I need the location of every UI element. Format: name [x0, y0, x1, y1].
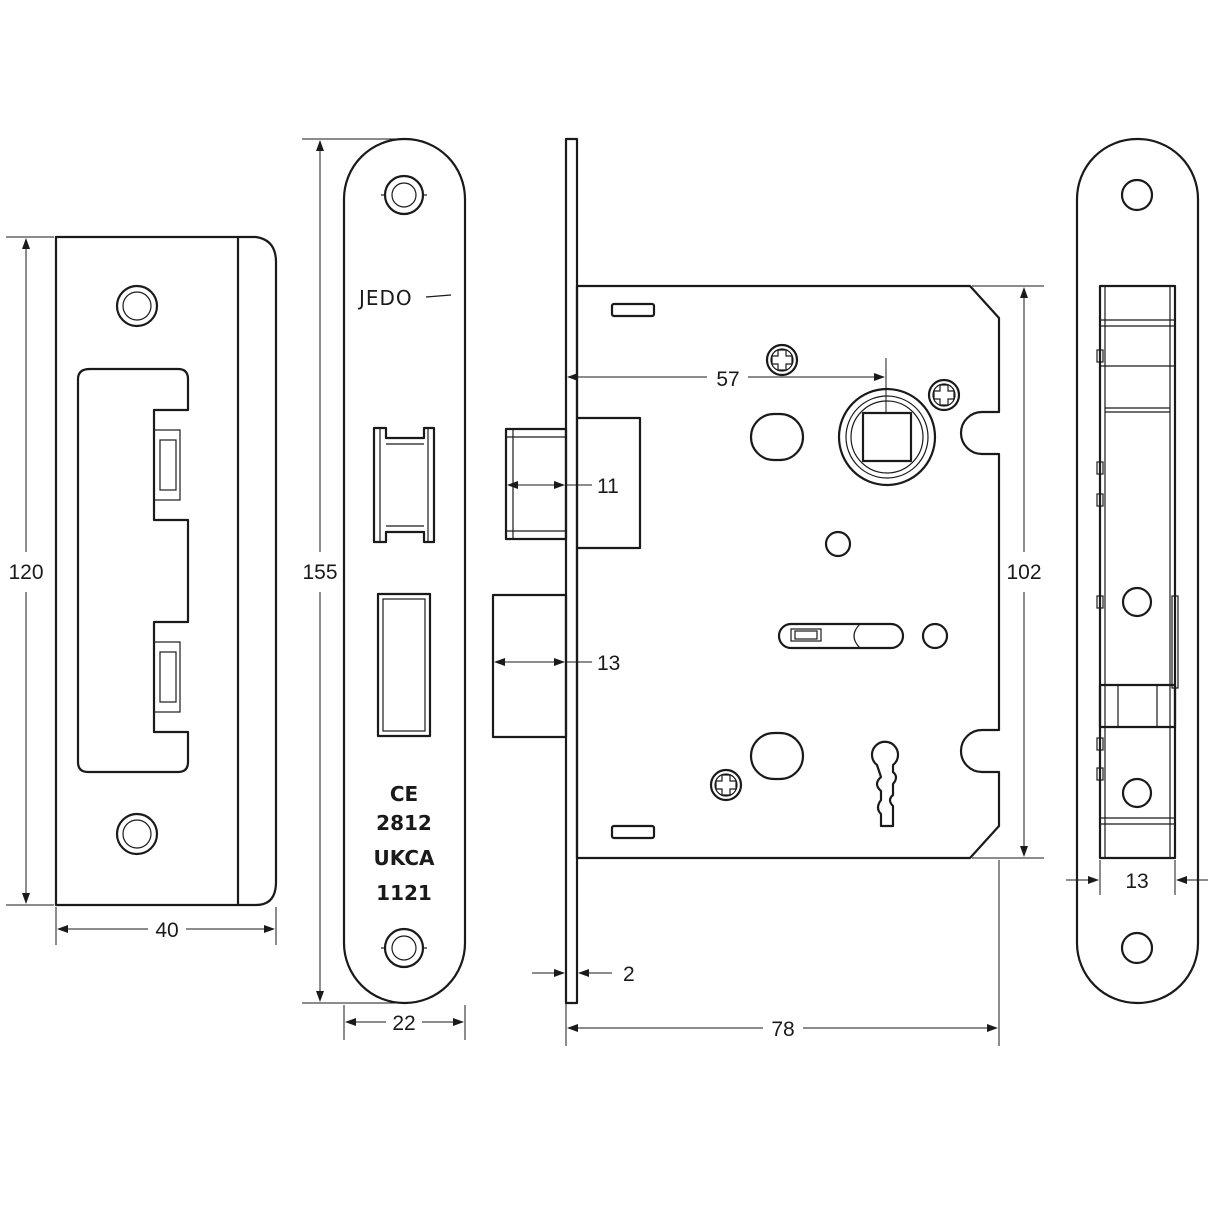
dim-label-102: 102 — [1006, 561, 1041, 584]
ukca-number: 1121 — [376, 881, 432, 905]
lock-back-view — [1075, 137, 1200, 1005]
dimension-forend-thickness: 2 — [532, 950, 635, 1046]
ce-number: 2812 — [376, 811, 432, 835]
dimension-case-height: 102 — [972, 285, 1044, 859]
dim-label-78: 78 — [771, 1018, 794, 1041]
dim-label-57: 57 — [716, 368, 739, 391]
lock-faceplate: JEDO CE 2812 UKCA 1121 — [342, 137, 467, 1005]
dimension-side-thickness: 13 — [1066, 860, 1208, 895]
dim-label-2: 2 — [623, 963, 635, 986]
dimension-latch-projection: 11 — [507, 475, 619, 498]
bolt-opening — [376, 592, 432, 738]
dim-label-120: 120 — [8, 561, 43, 584]
screw-hole-icon — [381, 174, 427, 216]
screw-hole-icon — [115, 284, 159, 328]
dim-label-11: 11 — [597, 475, 619, 498]
dim-label-22: 22 — [392, 1012, 415, 1035]
phillips-screw-icon — [927, 378, 961, 412]
phillips-screw-icon — [765, 343, 799, 377]
dead-bolt — [491, 593, 568, 739]
ce-mark: CE — [390, 782, 418, 806]
follower-spindle-icon — [837, 387, 937, 487]
svg-text:JEDO: JEDO — [357, 286, 413, 310]
dimension-backset: 57 — [567, 358, 887, 412]
keyhole-icon — [870, 740, 900, 828]
screw-hole-icon — [115, 812, 159, 856]
dim-label-40: 40 — [155, 919, 178, 942]
screw-hole-icon — [1120, 178, 1154, 212]
dimension-faceplate-height: 155 — [302, 138, 400, 1004]
screw-hole-icon — [381, 927, 427, 969]
dimension-faceplate-width: 22 — [343, 1005, 466, 1040]
dim-label-13-side: 13 — [1125, 870, 1148, 893]
dimension-strike-width: 40 — [55, 907, 277, 945]
dim-label-13: 13 — [597, 652, 620, 675]
dimension-case-depth: 78 — [567, 860, 1000, 1046]
dim-label-155: 155 — [302, 561, 337, 584]
lock-body — [491, 137, 1001, 1005]
slide-bar — [777, 622, 905, 650]
dimension-strike-height: 120 — [6, 236, 54, 906]
screw-hole-icon — [1120, 931, 1154, 965]
phillips-screw-icon — [709, 768, 743, 802]
dimension-bolt-projection: 13 — [494, 652, 620, 675]
latch-bolt — [504, 416, 642, 550]
brand-logo: JEDO — [357, 286, 452, 310]
strike-plate — [54, 235, 278, 907]
ukca-mark: UKCA — [374, 846, 436, 870]
latch-opening — [372, 426, 436, 544]
